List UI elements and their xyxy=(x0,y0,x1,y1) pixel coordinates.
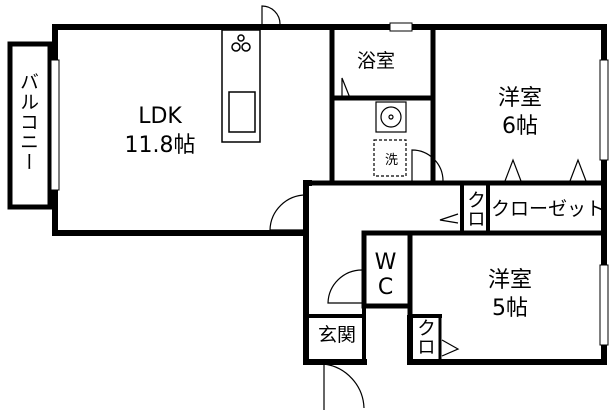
western2-name: 洋室 xyxy=(487,268,532,293)
closet-small-bottom-label: クロ xyxy=(414,318,436,356)
door-closet-small-top xyxy=(439,213,459,224)
washer-space xyxy=(373,139,407,177)
door-closet-w1-left xyxy=(504,158,522,182)
door-closet-w1-right xyxy=(569,158,587,182)
faucet-icon xyxy=(388,114,394,120)
western1-name: 洋室 xyxy=(497,86,542,111)
washroom-label: 洗 xyxy=(385,153,399,168)
balcony-label: バルコニー xyxy=(17,72,39,172)
door-ldk-swing xyxy=(269,194,307,231)
window-bath-top xyxy=(389,22,413,32)
window-ldk-left xyxy=(50,59,60,191)
door-bath-swing xyxy=(341,77,351,99)
door-top-swing xyxy=(261,5,281,25)
door-entrance-swing xyxy=(323,363,365,410)
closet-label: クローゼット xyxy=(491,198,606,220)
ldk-size: 11.8帖 xyxy=(124,133,196,158)
ldk-name: LDK xyxy=(138,104,182,129)
balcony-outline xyxy=(7,41,53,210)
kitchen-sink-icon xyxy=(228,91,256,133)
kitchen-counter xyxy=(221,29,261,143)
bath-label: 浴室 xyxy=(357,50,396,72)
washbasin-bowl-icon xyxy=(380,106,402,128)
entrance-label: 玄関 xyxy=(318,324,357,346)
window-western2-right xyxy=(599,264,609,346)
door-washroom-swing xyxy=(411,149,444,182)
wc-label: WC xyxy=(373,250,398,300)
washbasin xyxy=(375,101,407,133)
stove-burner-icon xyxy=(237,34,245,42)
stove-burner-icon xyxy=(241,42,251,52)
door-closet-small-bottom xyxy=(441,339,460,357)
stove-burner-icon xyxy=(231,42,241,52)
western2-size: 5帖 xyxy=(492,296,528,321)
western1-size: 6帖 xyxy=(502,114,538,139)
door-wc-swing xyxy=(327,269,363,304)
window-western1-right xyxy=(599,59,609,161)
closet-small-top-label: クロ xyxy=(464,190,486,228)
